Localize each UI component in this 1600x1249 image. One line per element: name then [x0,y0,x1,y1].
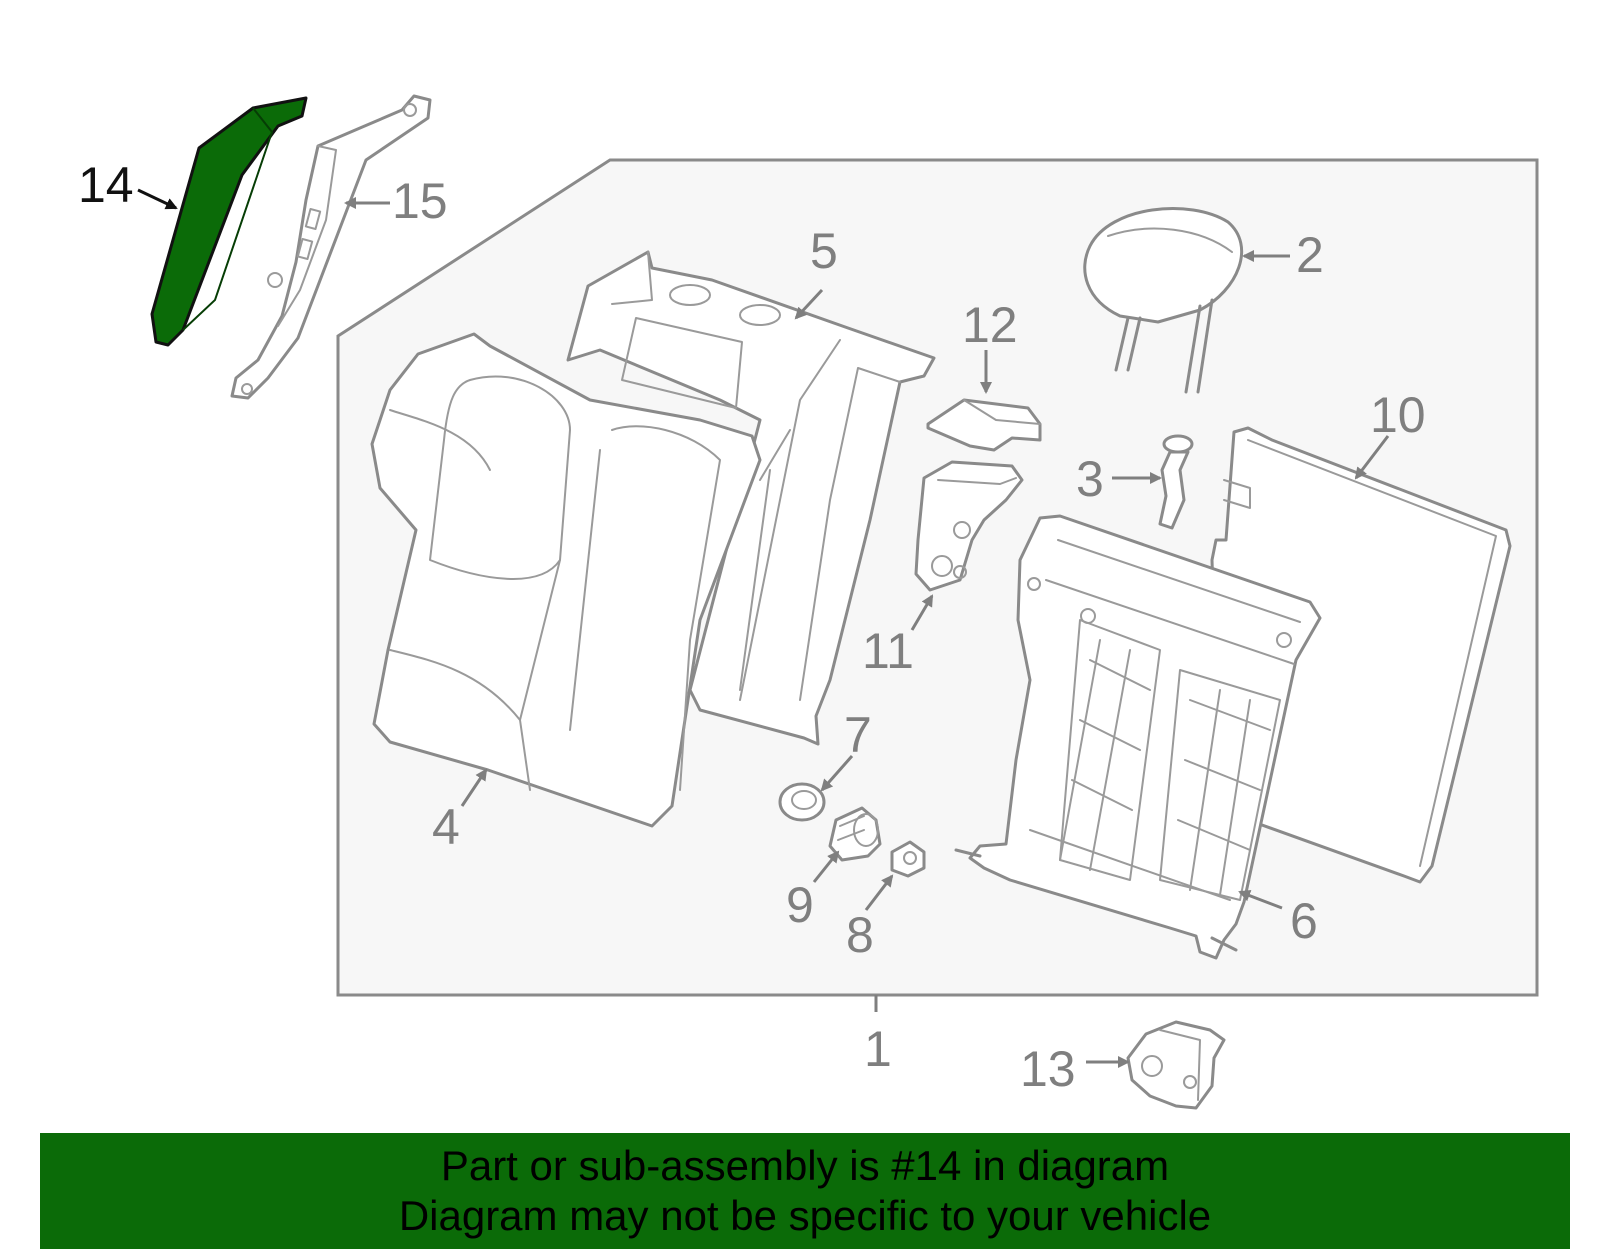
arrow-8 [864,874,894,911]
callout-13: 13 [1020,1041,1076,1097]
arrow-14 [137,188,178,210]
callout-5: 5 [810,223,838,279]
arrow-4 [460,768,488,807]
part-2-headrest[interactable] [1083,207,1244,394]
callout-15: 15 [392,173,448,229]
part-6-seat-back-frame[interactable] [954,514,1322,960]
banner-line-1: Part or sub-assembly is #14 in diagram [440,1142,1170,1189]
callout-3: 3 [1076,451,1104,507]
callout-11: 11 [862,623,914,679]
callout-14: 14 [78,157,134,213]
part-9-bushing[interactable] [828,806,882,862]
part-11-latch-housing[interactable] [914,460,1024,592]
part-7-washer[interactable] [778,782,826,822]
callout-12: 12 [962,297,1018,353]
info-banner: Part or sub-assembly is #14 in diagram D… [40,1133,1570,1249]
arrow-7 [820,755,854,792]
callout-7: 7 [844,707,872,763]
arrow-6 [1238,889,1283,910]
part-13-hinge-bracket[interactable] [1126,1020,1226,1110]
callout-1: 1 [864,1021,892,1077]
callout-9: 9 [786,877,814,933]
callout-10: 10 [1370,387,1426,443]
part-12-cover[interactable] [926,398,1042,452]
part-14-side-trim[interactable] [150,96,308,347]
arrow-9 [812,850,840,883]
callout-6: 6 [1290,893,1318,949]
callout-4: 4 [432,799,460,855]
part-10-back-panel[interactable] [1210,426,1512,884]
part-3-clip[interactable] [1158,434,1194,530]
arrow-5 [794,288,824,320]
part-15-bracket[interactable] [230,94,432,400]
callout-2: 2 [1296,227,1324,283]
callout-8: 8 [846,907,874,963]
part-8-nut[interactable] [890,840,926,878]
banner-line-2: Diagram may not be specific to your vehi… [398,1192,1212,1239]
part-4-seat-back-cushion[interactable] [370,332,762,828]
arrow-10 [1354,435,1390,480]
part-5-backrest-pad[interactable] [566,250,936,746]
arrow-11 [910,594,934,631]
